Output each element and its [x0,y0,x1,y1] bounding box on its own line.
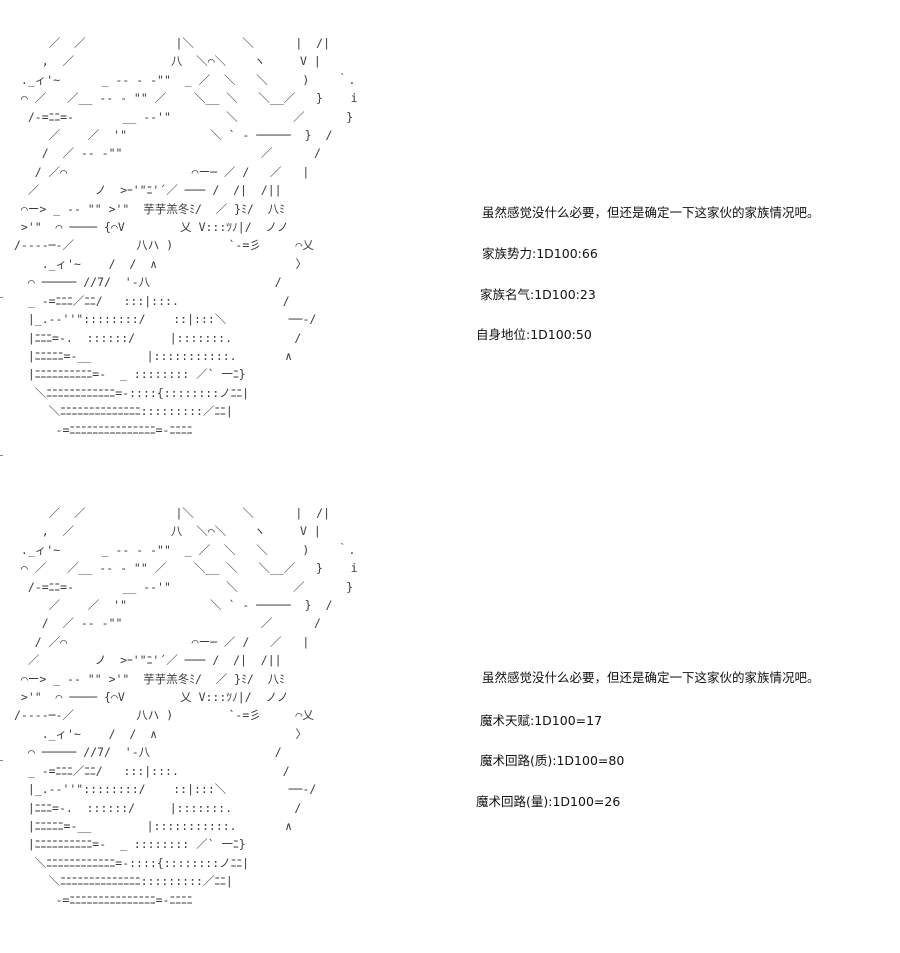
narration-line: 虽然感觉没什么必要，但还是确定一下这家伙的家族情况吧。 [482,205,820,220]
stat-line-family-fame: 家族名气:1D100:23 [480,287,596,302]
stat-line-circuit-quality: 魔术回路(质):1D100=80 [480,753,625,768]
stat-line-magic-talent: 魔术天赋:1D100=17 [480,713,603,728]
edge-mark [0,455,3,456]
stat-line-circuit-quantity: 魔术回路(量):1D100=26 [476,794,621,809]
comic-panel-1: ／ ／ |＼ ＼ | /| , ／ 八 ＼⌒＼ ヽ V | ._ィ'~ _ -‐… [0,0,900,470]
comic-panel-2: ／ ／ |＼ ＼ | /| , ／ 八 ＼⌒＼ ヽ V | ._ィ'~ _ -‐… [0,470,900,940]
stat-line-family-power: 家族势力:1D100:66 [482,246,598,261]
edge-mark [0,297,3,298]
edge-mark [0,760,3,761]
narration-line: 虽然感觉没什么必要，但还是确定一下这家伙的家族情况吧。 [482,670,820,685]
ascii-art-figure: ／ ／ |＼ ＼ | /| , ／ 八 ＼⌒＼ ヽ V | ._ィ'~ _ -‐… [14,506,358,907]
stat-line-self-status: 自身地位:1D100:50 [476,327,592,342]
ascii-art-figure: ／ ／ |＼ ＼ | /| , ／ 八 ＼⌒＼ ヽ V | ._ィ'~ _ -‐… [14,36,358,437]
